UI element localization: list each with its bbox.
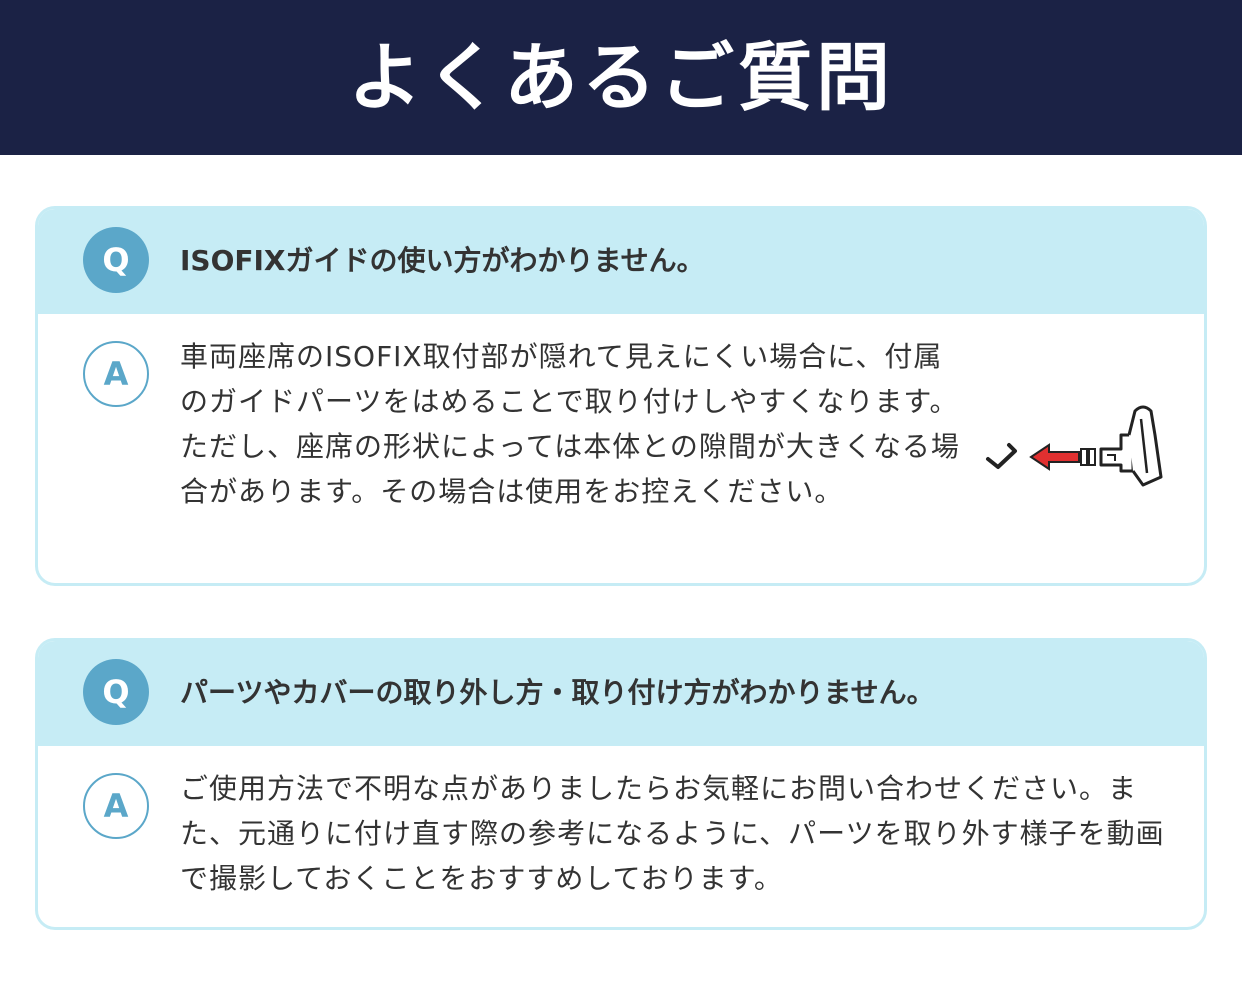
faq-question-row[interactable]: Q パーツやカバーの取り外し方・取り付け方がわかりません。 bbox=[38, 641, 1204, 746]
page-title: よくあるご質問 bbox=[348, 34, 894, 121]
answer-badge: A bbox=[83, 773, 149, 839]
question-badge: Q bbox=[83, 227, 149, 293]
faq-question-row[interactable]: Q ISOFIXガイドの使い方がわかりません。 bbox=[38, 209, 1204, 314]
page-header: よくあるご質問 bbox=[0, 0, 1242, 155]
answer-badge: A bbox=[83, 341, 149, 407]
faq-answer-text: 車両座席のISOFIX取付部が隠れて見えにくい場合に、付属のガイドパーツをはめる… bbox=[180, 340, 960, 508]
faq-question-text: ISOFIXガイドの使い方がわかりません。 bbox=[180, 244, 705, 277]
isofix-guide-insert-illustration-icon bbox=[986, 405, 1163, 487]
faq-item: Q パーツやカバーの取り外し方・取り付け方がわかりません。 A ご使用方法で不明… bbox=[35, 638, 1207, 930]
question-badge: Q bbox=[83, 659, 149, 725]
faq-item: Q ISOFIXガイドの使い方がわかりません。 A 車両座席のISOFIX取付部… bbox=[35, 206, 1207, 586]
faq-question-text: パーツやカバーの取り外し方・取り付け方がわかりません。 bbox=[180, 676, 935, 709]
faq-answer-text: ご使用方法で不明な点がありましたらお気軽にお問い合わせください。また、元通りに付… bbox=[180, 772, 1165, 895]
